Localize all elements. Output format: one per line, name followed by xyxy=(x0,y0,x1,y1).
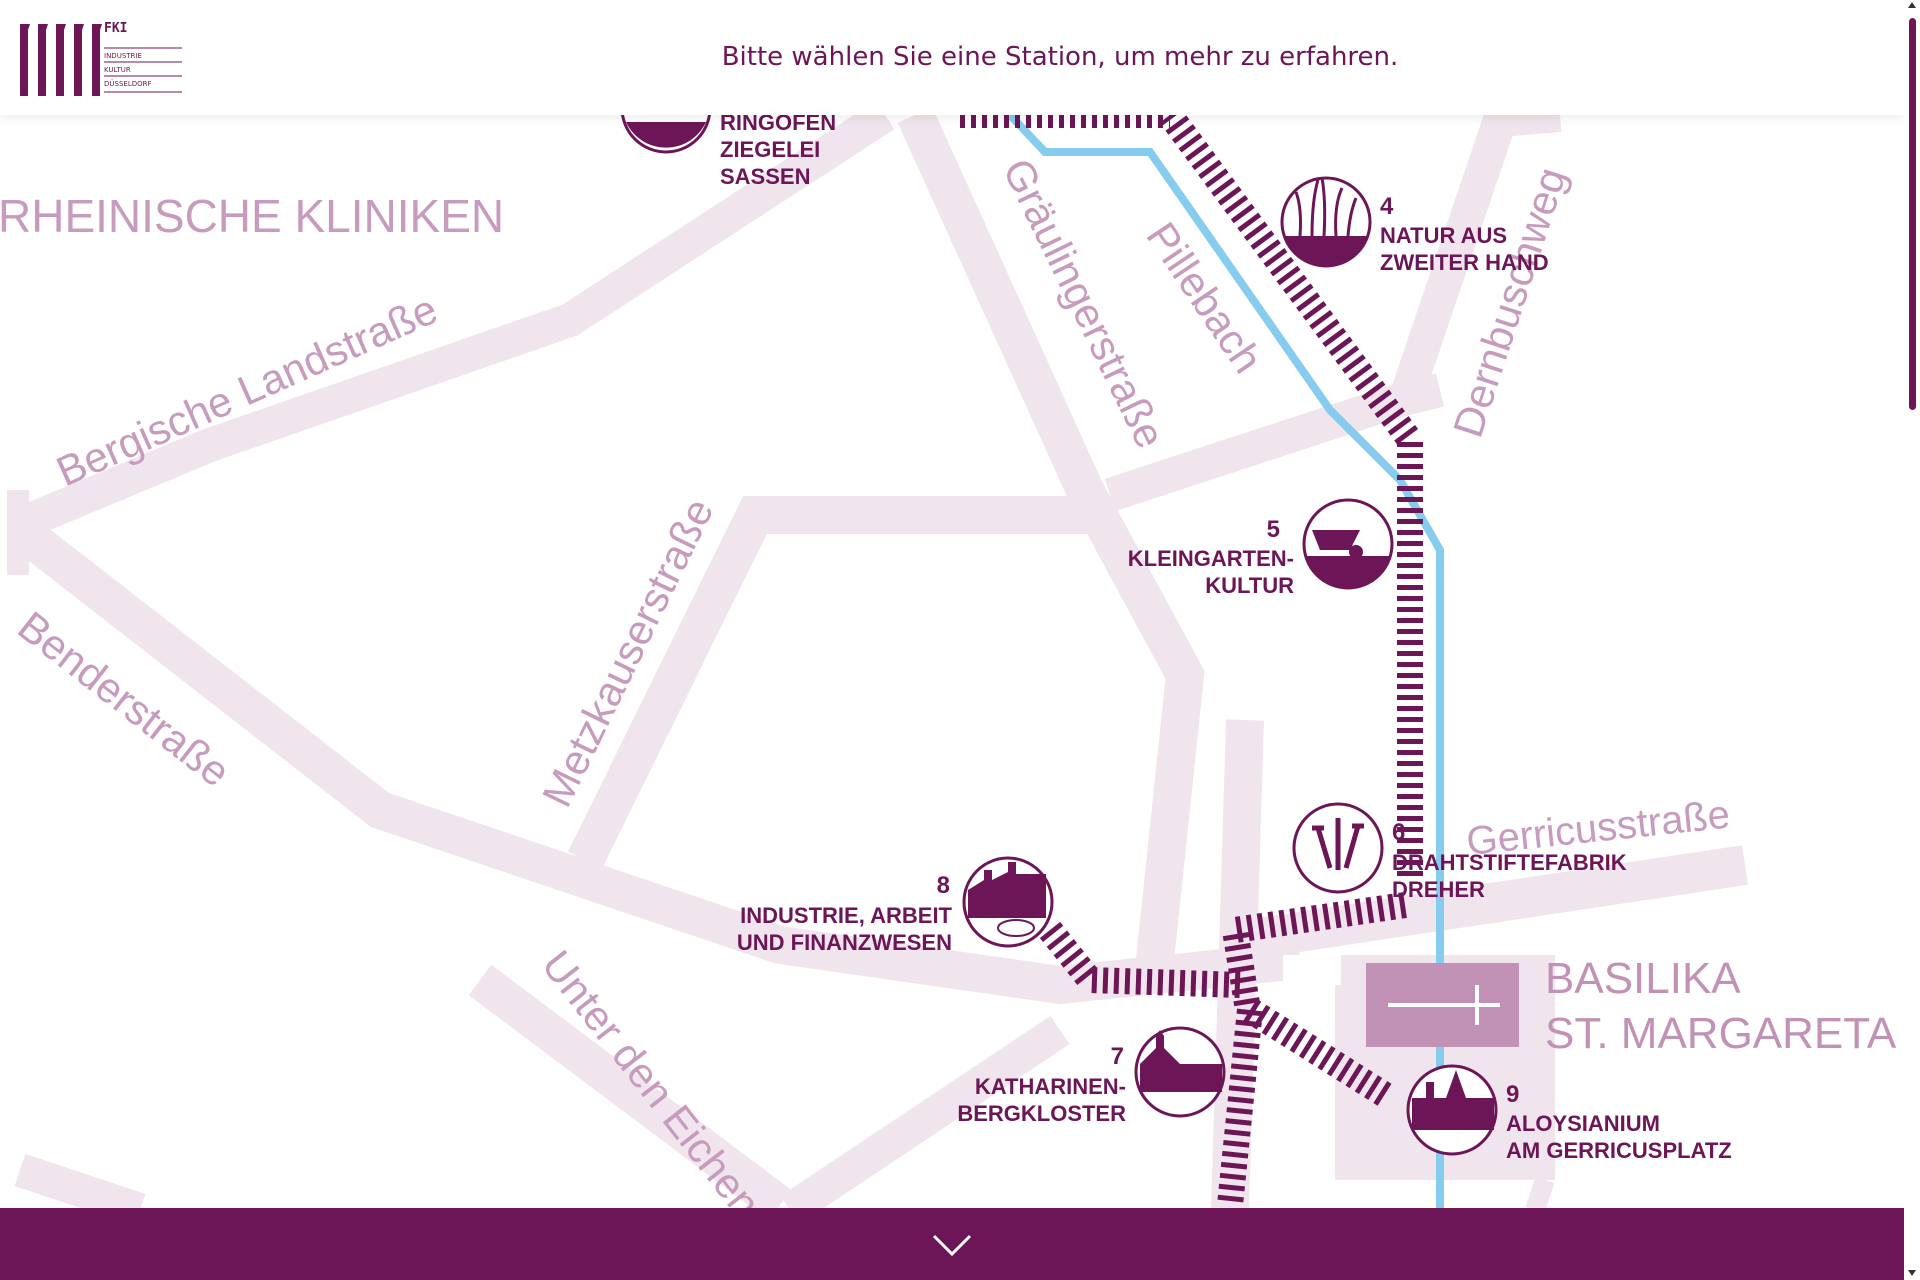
station-label-line2: UND FINANZWESEN xyxy=(737,930,952,955)
logo-line-3: DÜSSELDORF xyxy=(104,79,152,88)
station-number: 4 xyxy=(1380,193,1394,220)
station-9[interactable]: 9 ALOYSIANIUM AM GERRICUSPLATZ xyxy=(1406,1064,1732,1163)
vertical-scrollbar[interactable] xyxy=(1904,0,1920,1280)
reeds-icon-stalks xyxy=(1294,177,1358,237)
fki-logo[interactable]: FKI INDUSTRIE KULTUR DÜSSELDORF xyxy=(18,18,188,98)
station-label-line2: BERGKLOSTER xyxy=(957,1101,1126,1126)
logo-line-1: INDUSTRIE xyxy=(104,52,142,60)
factory-icon-body xyxy=(968,862,1046,918)
stream-pillebach xyxy=(1007,112,1444,1210)
station-number: 7 xyxy=(1111,1043,1124,1070)
wheelbarrow-icon-ground xyxy=(1306,556,1390,587)
scrollbar-thumb[interactable] xyxy=(1909,18,1916,410)
station-label-line1: KATHARINEN- xyxy=(975,1074,1126,1099)
scroll-down-arrow-icon[interactable] xyxy=(1908,1270,1916,1276)
station-number: 9 xyxy=(1506,1081,1519,1108)
route-gerricus xyxy=(1220,892,1407,1013)
street-metzkauserstrasse xyxy=(567,496,1110,869)
station-7[interactable]: 7 KATHARINEN- BERGKLOSTER xyxy=(957,1026,1226,1126)
street-bottom-left xyxy=(14,1153,146,1227)
landmark-label-line2: ST. MARGARETA xyxy=(1545,1009,1897,1058)
station-6[interactable]: 6 DRAHTSTIFTEFABRIK DREHER xyxy=(1292,802,1627,902)
station-label-line2: AM GERRICUSPLATZ xyxy=(1506,1138,1732,1163)
logo-name: FKI xyxy=(104,21,127,36)
street-cross-road xyxy=(1104,373,1445,512)
nails-icon-shapes xyxy=(1312,818,1364,870)
area-label-rheinische-kliniken: RHEINISCHE KLINIKEN xyxy=(0,190,504,242)
station-5[interactable]: 5 KLEINGARTEN- KULTUR xyxy=(1128,498,1394,598)
station-number: 8 xyxy=(937,872,950,899)
reeds-icon-ground xyxy=(1284,236,1368,267)
street-lower-left xyxy=(780,1015,1070,1225)
street-dernbuschweg xyxy=(1388,98,1562,406)
dashed-route xyxy=(960,102,1423,1207)
station-label-line1: DRAHTSTIFTEFABRIK xyxy=(1392,850,1627,875)
station-label-line3: SASSEN xyxy=(720,164,810,189)
station-label-line2: ZIEGELEI xyxy=(720,137,820,162)
station-markers: RINGOFEN ZIEGELEI SASSEN 4 NATUR AUS ZWE… xyxy=(620,62,1732,1163)
street-graeulingerstrasse xyxy=(897,107,1205,962)
logo-line-2: KULTUR xyxy=(104,66,131,74)
street-vertical-center xyxy=(1211,719,1264,1211)
street-bergische-landstrasse xyxy=(23,100,895,536)
chevron-down-icon xyxy=(932,1234,972,1257)
street-right-spur xyxy=(1525,1176,1555,1214)
wheelbarrow-icon-body xyxy=(1312,530,1360,550)
instruction-text: Bitte wählen Sie eine Station, um mehr z… xyxy=(721,42,1399,72)
station-label-line2: ZWEITER HAND xyxy=(1380,250,1549,275)
station-8[interactable]: 8 INDUSTRIE, ARBEIT UND FINANZWESEN xyxy=(737,856,1054,955)
street-label-unter-den-eichen: Unter den Eichen xyxy=(533,942,770,1227)
station-label-line1: INDUSTRIE, ARBEIT xyxy=(740,903,952,928)
kiln-icon-fill xyxy=(626,122,706,148)
wheelbarrow-icon-wheel xyxy=(1349,545,1363,559)
expand-button[interactable] xyxy=(922,1222,982,1266)
station-label-line2: DREHER xyxy=(1392,877,1485,902)
station-label-line1: ALOYSIANIUM xyxy=(1506,1111,1660,1136)
school-building-icon-shape xyxy=(1412,1070,1494,1130)
station-label-line2: KULTUR xyxy=(1205,573,1294,598)
footer-bar xyxy=(0,1208,1904,1280)
station-number: 5 xyxy=(1267,516,1280,543)
station-number: 6 xyxy=(1392,819,1405,846)
route-to-station-9 xyxy=(1243,998,1392,1107)
station-label-line1: NATUR AUS xyxy=(1380,223,1507,248)
monastery-icon-building xyxy=(1140,1030,1222,1092)
logo-bars-icon xyxy=(20,24,102,96)
scroll-up-arrow-icon[interactable] xyxy=(1908,2,1916,8)
station-label-line1: KLEINGARTEN- xyxy=(1128,546,1294,571)
coins-icon xyxy=(997,919,1035,937)
landmark-label-line1: BASILIKA xyxy=(1545,954,1741,1003)
square-inner-block xyxy=(1283,955,1341,985)
street-unter-den-eichen xyxy=(468,964,792,1221)
header-bar: FKI INDUSTRIE KULTUR DÜSSELDORF Bitte wä… xyxy=(0,0,1904,115)
landmark-basilika[interactable]: BASILIKA ST. MARGARETA xyxy=(1366,954,1897,1058)
station-4[interactable]: 4 NATUR AUS ZWEITER HAND xyxy=(1280,176,1549,275)
